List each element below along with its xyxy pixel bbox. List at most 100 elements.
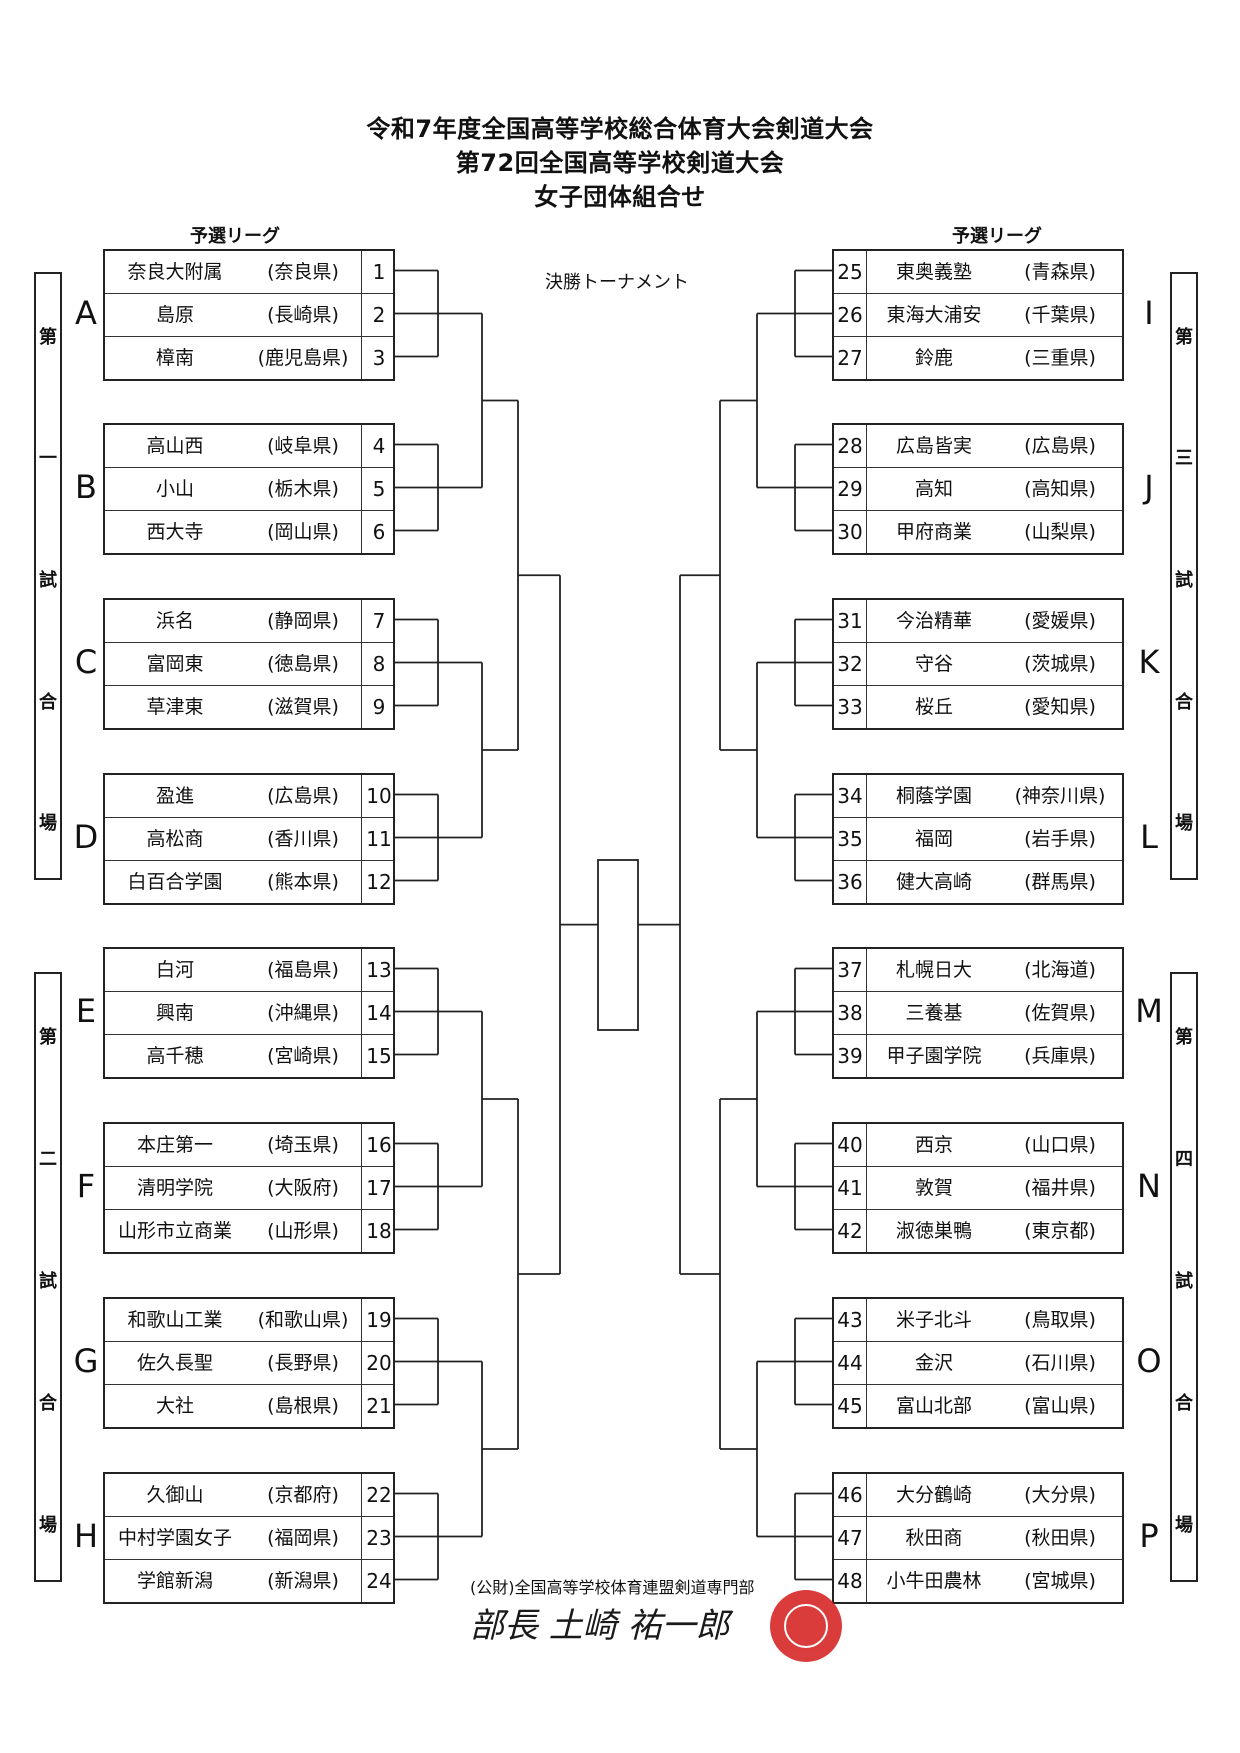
team-number: 9 bbox=[372, 695, 386, 719]
group-letter-h: H bbox=[73, 1517, 99, 1555]
team-prefecture: (群馬県) bbox=[1024, 871, 1096, 893]
team-name: 広島皆実 bbox=[895, 435, 972, 457]
number-column-divider bbox=[866, 600, 867, 728]
team-prefecture: (高知県) bbox=[1024, 478, 1096, 500]
team-prefecture: (静岡県) bbox=[267, 610, 339, 632]
team-prefecture: (京都府) bbox=[267, 1484, 339, 1506]
team-name: 中村学園女子 bbox=[117, 1527, 232, 1549]
team-number: 3 bbox=[372, 346, 386, 370]
team-name: 山形市立商業 bbox=[117, 1220, 232, 1242]
team-name: 鈴鹿 bbox=[914, 347, 953, 369]
team-name: 高山西 bbox=[146, 435, 204, 457]
team-name: 学館新潟 bbox=[136, 1570, 213, 1592]
team-name: 米子北斗 bbox=[895, 1309, 972, 1331]
number-column-divider bbox=[361, 425, 362, 553]
team-number: 25 bbox=[837, 260, 863, 284]
team-name: 金沢 bbox=[914, 1352, 953, 1374]
team-name: 秋田商 bbox=[905, 1527, 963, 1549]
group-letter-b: B bbox=[75, 468, 97, 506]
title-line1: 令和7年度全国高等学校総合体育大会剣道大会 bbox=[366, 115, 874, 143]
team-number: 41 bbox=[837, 1176, 863, 1200]
team-name: 三養基 bbox=[905, 1002, 963, 1024]
team-prefecture: (鹿児島県) bbox=[257, 347, 349, 369]
group-letter-p: P bbox=[1139, 1517, 1159, 1555]
team-prefecture: (青森県) bbox=[1024, 261, 1096, 283]
title-line2: 第72回全国高等学校剣道大会 bbox=[455, 149, 785, 177]
team-number: 17 bbox=[366, 1176, 392, 1200]
team-prefecture: (富山県) bbox=[1024, 1395, 1096, 1417]
team-prefecture: (広島県) bbox=[1024, 435, 1096, 457]
venue-char: 第 bbox=[39, 1027, 57, 1048]
team-name: 今治精華 bbox=[895, 610, 972, 632]
team-name: 高知 bbox=[914, 478, 953, 500]
team-prefecture: (長崎県) bbox=[267, 304, 339, 326]
team-number: 34 bbox=[837, 784, 863, 808]
venue-2: 第二試合場 bbox=[34, 972, 62, 1582]
group-letter-l: L bbox=[1140, 818, 1158, 856]
group-letter-a: A bbox=[75, 294, 97, 332]
group-letter-k: K bbox=[1138, 643, 1160, 681]
venue-1: 第一試合場 bbox=[34, 272, 62, 880]
team-name: 島原 bbox=[155, 304, 194, 326]
team-prefecture: (広島県) bbox=[267, 785, 339, 807]
team-name: 佐久長聖 bbox=[136, 1352, 213, 1374]
team-number: 8 bbox=[372, 652, 386, 676]
title-line3: 女子団体組合せ bbox=[534, 183, 706, 211]
team-name: 樟南 bbox=[155, 347, 194, 369]
team-row: 3 樟南 (鹿児島県) bbox=[105, 337, 393, 380]
team-name: 健大高崎 bbox=[895, 871, 972, 893]
team-number: 6 bbox=[372, 520, 386, 544]
team-number: 38 bbox=[837, 1001, 863, 1025]
team-number: 36 bbox=[837, 870, 863, 894]
team-number: 23 bbox=[366, 1526, 392, 1550]
team-name: 奈良大附属 bbox=[127, 261, 223, 283]
team-prefecture: (埼玉県) bbox=[267, 1134, 339, 1156]
group-letter-c: C bbox=[74, 643, 98, 681]
team-name: 久御山 bbox=[146, 1484, 204, 1506]
team-prefecture: (鳥取県) bbox=[1024, 1309, 1096, 1331]
team-name: 守谷 bbox=[914, 653, 953, 675]
team-prefecture: (宮城県) bbox=[1024, 1570, 1096, 1592]
number-column-divider bbox=[866, 425, 867, 553]
team-number: 33 bbox=[837, 695, 863, 719]
team-name: 桜丘 bbox=[914, 696, 953, 718]
team-number: 1 bbox=[372, 260, 386, 284]
final-box bbox=[597, 859, 639, 1031]
venue-char: 試 bbox=[1175, 1271, 1193, 1292]
venue-4: 第四試合場 bbox=[1170, 972, 1198, 1582]
team-prefecture: (福井県) bbox=[1024, 1177, 1096, 1199]
team-prefecture: (愛知県) bbox=[1024, 696, 1096, 718]
team-name: 甲府商業 bbox=[895, 521, 972, 543]
group-letter-j: J bbox=[1144, 468, 1154, 506]
venue-char: 四 bbox=[1175, 1149, 1193, 1170]
team-number: 12 bbox=[366, 870, 392, 894]
team-name: 小山 bbox=[155, 478, 194, 500]
team-name: 淑徳巣鴨 bbox=[895, 1220, 972, 1242]
venue-char: 第 bbox=[1175, 1027, 1193, 1048]
team-prefecture: (愛媛県) bbox=[1024, 610, 1096, 632]
team-name: 福岡 bbox=[914, 828, 953, 850]
team-prefecture: (和歌山県) bbox=[257, 1309, 349, 1331]
handwritten-signature: 部長 土崎 祐一郎 bbox=[470, 1606, 730, 1646]
